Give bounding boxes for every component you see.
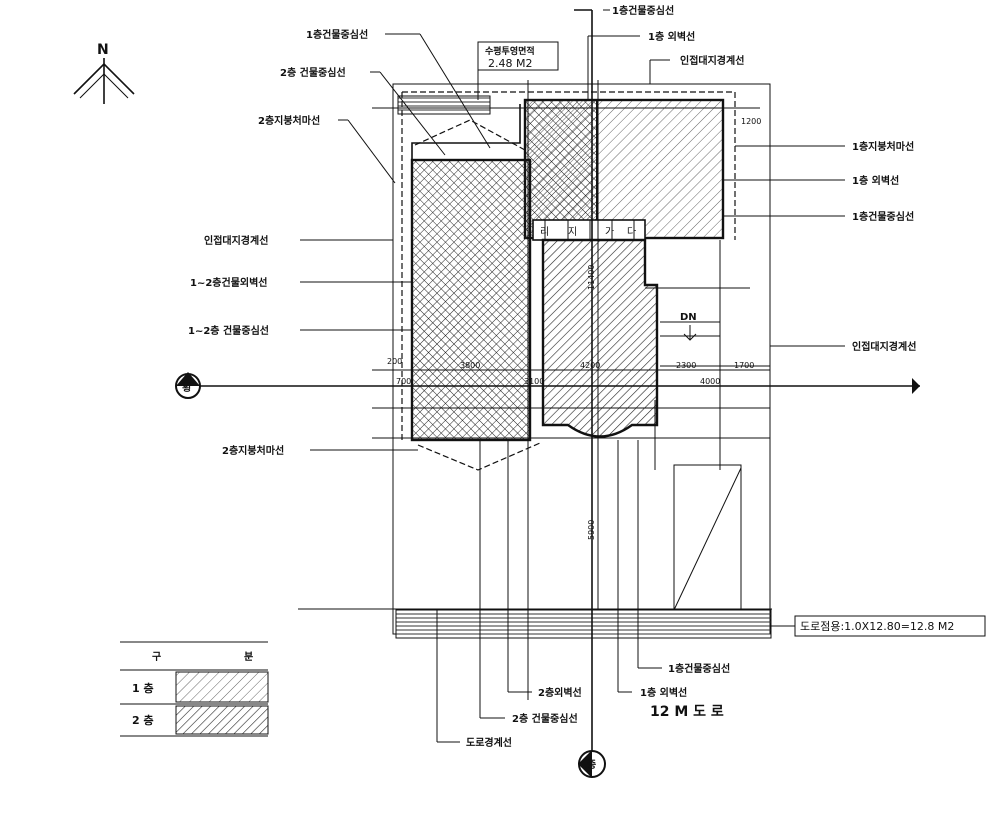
label-f2-roof-top: 2층지붕처마선 bbox=[258, 114, 320, 127]
floor12-main-block bbox=[410, 158, 532, 442]
label-f1-outer-right: 1층 외벽선 bbox=[852, 174, 899, 187]
svg-text:2.48 M2: 2.48 M2 bbox=[488, 57, 532, 70]
dim-5900: 5900 bbox=[587, 520, 596, 540]
dim-1200: 1200 bbox=[741, 117, 761, 126]
label-adjacent-right: 인접대지경계선 bbox=[852, 340, 916, 353]
floor2-roof-eave-top bbox=[414, 119, 526, 151]
label-f1-center-topright: 1층건물중심선 bbox=[612, 4, 674, 17]
label-f1-outer-top: 1층 외벽선 bbox=[648, 30, 695, 43]
section-marker-h-icon: 횡 bbox=[175, 372, 201, 399]
dim-4200: 4200 bbox=[580, 361, 600, 370]
floor1-lower-block bbox=[541, 238, 659, 438]
legend-row1-swatch bbox=[175, 671, 269, 703]
floor2-outline-top bbox=[411, 104, 521, 160]
dim-4000: 4000 bbox=[700, 377, 720, 386]
label-road-name: 12 M 도 로 bbox=[650, 704, 724, 720]
svg-text:구: 구 bbox=[152, 651, 161, 663]
label-f1-center-top: 1층건물중심선 bbox=[306, 28, 368, 41]
svg-text:수평투영면적: 수평투영면적 bbox=[485, 45, 535, 57]
dim-3800: 3800 bbox=[460, 361, 480, 370]
label-f2-outer-bottom: 2층외벽선 bbox=[538, 686, 582, 699]
floor2-roof-eave-bottom bbox=[417, 442, 541, 471]
label-adjacent-top: 인접대지경계선 bbox=[680, 54, 744, 67]
adjacent-boundary-top bbox=[402, 91, 736, 240]
dim-700: 700 bbox=[396, 377, 411, 386]
north-arrow-icon: N bbox=[73, 42, 135, 104]
road-occupancy-area bbox=[395, 609, 772, 639]
stair-label-c: 다 bbox=[627, 226, 636, 238]
svg-text:횡: 횡 bbox=[182, 381, 191, 394]
label-f1-center-right: 1층건물중심선 bbox=[852, 210, 914, 223]
legend-table: 구 분 1 층 2 층 bbox=[120, 641, 269, 737]
label-f1-outer-bottom: 1층 외벽선 bbox=[640, 686, 687, 699]
label-f2-center-bottom: 2층 건물중심선 bbox=[512, 712, 578, 725]
dim-2300: 2300 bbox=[676, 361, 696, 370]
stair-label-d: 리 bbox=[540, 226, 549, 238]
label-adjacent-left: 인접대지경계선 bbox=[204, 234, 268, 247]
dim-200: 200 bbox=[387, 357, 402, 366]
stair-label-a: 지 bbox=[568, 226, 577, 238]
legend-row1-label: 1 층 bbox=[132, 681, 154, 695]
label-f2-roof-bottom: 2층지붕처마선 bbox=[222, 444, 284, 457]
label-f1-roof-right: 1층지붕처마선 bbox=[852, 140, 914, 153]
parking-space bbox=[673, 464, 742, 611]
svg-text:분: 분 bbox=[244, 651, 253, 663]
floor1-core-block bbox=[524, 99, 598, 239]
dim-11400: 11400 bbox=[587, 265, 596, 290]
dim-1700: 1700 bbox=[734, 361, 754, 370]
label-f12-outer: 1~2층건물외벽선 bbox=[190, 276, 268, 289]
area-box bbox=[477, 41, 559, 71]
label-f2-center-left: 2층 건물중심선 bbox=[280, 66, 346, 79]
dim-3100: 3100 bbox=[524, 377, 544, 386]
label-road-area: 도로점용:1.0X12.80=12.8 M2 bbox=[800, 620, 954, 633]
stair-label-b: 가 bbox=[605, 226, 614, 238]
legend-row2-label: 2 층 bbox=[132, 713, 154, 727]
label-f1-center-bottom: 1층건물중심선 bbox=[668, 662, 730, 675]
svg-text:종: 종 bbox=[587, 759, 596, 771]
roof-projection-strip bbox=[397, 95, 491, 115]
section-marker-v-icon: 종 bbox=[578, 750, 606, 778]
legend-row2-swatch bbox=[175, 705, 269, 735]
label-road-boundary: 도로경계선 bbox=[466, 736, 512, 749]
dn-label: DN bbox=[680, 312, 697, 323]
label-f12-center: 1~2층 건물중심선 bbox=[188, 324, 269, 337]
north-label: N bbox=[97, 42, 109, 58]
